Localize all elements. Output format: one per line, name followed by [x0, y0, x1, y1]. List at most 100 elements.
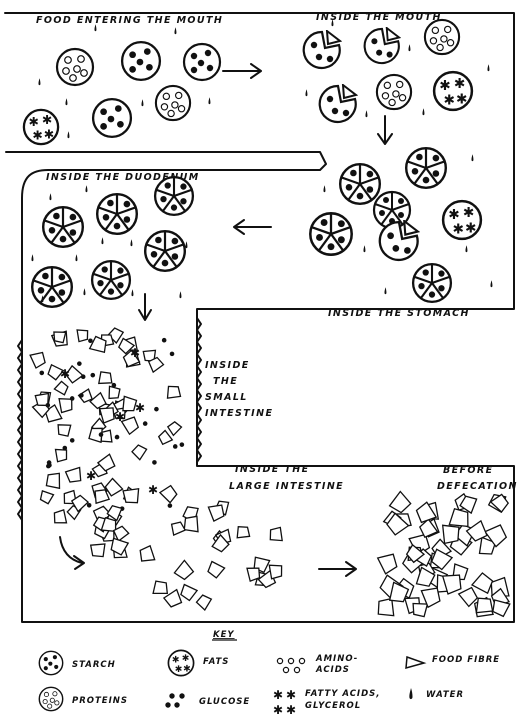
svg-text:SMALL: SMALL — [205, 392, 248, 403]
starch-fragments — [310, 213, 351, 254]
food-fibre — [378, 554, 397, 574]
food-fibre — [160, 486, 177, 503]
key-food-fibre-icon — [406, 657, 424, 668]
food-fibre — [109, 386, 120, 398]
food-fibre — [101, 430, 112, 442]
svg-text:✱: ✱ — [273, 688, 283, 702]
key-starch-label: STARCH — [72, 660, 116, 670]
fatty-acid-mark: ✱ — [130, 346, 140, 360]
fat-particle — [443, 201, 481, 239]
food-fibre — [58, 425, 71, 436]
glucose-dot — [39, 371, 44, 376]
glucose-dot — [70, 438, 75, 443]
food-fibre — [56, 450, 67, 462]
water-drop — [31, 254, 33, 261]
glucose-dot — [62, 446, 67, 451]
svg-text:BEFORE: BEFORE — [443, 465, 494, 476]
water-drop — [465, 245, 467, 252]
starch-fragments — [340, 164, 380, 204]
food-fibre — [168, 422, 182, 436]
food-fibre — [99, 372, 112, 384]
food-fibre — [123, 489, 139, 503]
key-proteins-icon — [39, 687, 62, 710]
svg-text:DEFECATION: DEFECATION — [437, 481, 518, 492]
water-drop — [384, 287, 386, 294]
food-fibre — [390, 492, 411, 513]
glucose-dot — [70, 396, 75, 401]
key-water-icon — [409, 688, 412, 699]
water-drop — [365, 110, 367, 117]
food-fibre — [472, 573, 493, 593]
glucose-dot — [47, 460, 52, 465]
food-fibre — [237, 527, 249, 538]
key-amino-acids-label-1: AMINO- — [315, 654, 358, 664]
starch-particle-split — [304, 31, 340, 68]
arrow-large-intestine-curve — [60, 537, 84, 569]
svg-text:LARGE INTESTINE: LARGE INTESTINE — [229, 481, 344, 492]
water-drop — [65, 98, 67, 105]
protein-particle — [425, 20, 459, 54]
food-fibre — [132, 445, 147, 460]
svg-text:✱: ✱ — [273, 703, 283, 717]
glucose-dot — [81, 374, 86, 379]
svg-text:✱: ✱ — [286, 688, 296, 702]
food-fibre — [413, 604, 427, 617]
water-drop — [38, 78, 40, 85]
food-fibre — [77, 330, 88, 342]
food-fibre — [105, 479, 122, 496]
food-fibre — [443, 525, 459, 543]
arrow-mouth-entry — [223, 64, 261, 78]
water-drop — [487, 64, 489, 71]
water-drop — [185, 241, 187, 248]
key-water-label: WATER — [426, 690, 464, 700]
protein-particle — [57, 49, 93, 85]
protein-particle — [156, 86, 190, 120]
food-fibre — [449, 509, 468, 527]
water-drop — [83, 288, 85, 295]
svg-text:INTESTINE: INTESTINE — [205, 408, 273, 419]
fatty-acid-mark: ✱ — [86, 469, 96, 483]
water-drop — [130, 239, 132, 246]
water-drop — [49, 193, 51, 200]
glucose-dot — [162, 338, 167, 343]
food-fibre — [95, 490, 109, 504]
glucose-dot — [154, 407, 159, 412]
food-fibre — [153, 581, 167, 593]
inside-stomach-group — [310, 148, 492, 302]
food-fibre — [197, 595, 212, 610]
water-drop — [85, 185, 87, 192]
water-drop — [323, 185, 325, 192]
water-drop — [363, 245, 365, 252]
food-fibre — [54, 332, 66, 343]
glucose-dot — [112, 383, 117, 388]
food-fibre — [269, 565, 281, 579]
svg-text:THE: THE — [213, 376, 238, 387]
food-fibre — [174, 560, 193, 579]
food-fibre — [159, 431, 173, 445]
starch-fragments — [97, 194, 137, 234]
key-glucose-icon — [165, 693, 184, 707]
starch-particle — [184, 44, 220, 80]
water-drop — [422, 108, 424, 115]
protein-fragments — [155, 177, 193, 215]
glucose-dot — [90, 373, 95, 378]
key-glucose-label: GLUCOSE — [199, 697, 250, 707]
glucose-dot — [170, 352, 175, 357]
glucose-dot — [115, 435, 120, 440]
starch-particle — [122, 42, 160, 80]
arrow-to-stomach — [378, 116, 392, 144]
key-amino-acids-label-2: ACIDS — [315, 665, 350, 675]
food-entering-mouth-group — [24, 24, 220, 144]
small-intestine-right-wall — [197, 318, 201, 462]
fatty-acid-mark: ✱ — [60, 367, 70, 381]
key-title: KEY — [213, 630, 235, 640]
food-fibre — [140, 546, 155, 561]
food-fibre — [184, 516, 198, 531]
water-drop — [471, 154, 473, 161]
key-proteins-label: PROTEINS — [72, 696, 128, 706]
fatty-acid-mark: ✱ — [115, 410, 125, 424]
key-starch-icon — [39, 651, 62, 674]
svg-text:✱: ✱ — [286, 703, 296, 717]
food-fibre — [270, 527, 282, 540]
glucose-dot — [180, 442, 185, 447]
